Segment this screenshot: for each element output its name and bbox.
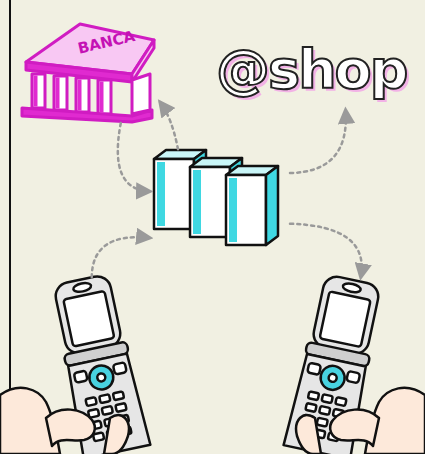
border-line (9, 0, 11, 454)
dotted-arrow (92, 237, 150, 277)
phone-node (40, 270, 155, 454)
shop-logo-text: @shop (216, 38, 406, 101)
server-racks (150, 146, 290, 254)
left-hand (0, 388, 60, 454)
dotted-arrow (118, 123, 150, 191)
dotted-arrow (290, 110, 346, 173)
server-node (150, 146, 290, 254)
right-phone (278, 270, 393, 454)
right-hand (365, 388, 425, 454)
left-phone (40, 270, 155, 454)
bank-building (20, 18, 160, 123)
phone-node (278, 270, 393, 454)
bank-node: BANCA (20, 18, 160, 123)
dotted-arrow (160, 102, 178, 149)
dotted-arrow (290, 224, 362, 278)
shop-logo: @shop (216, 38, 425, 110)
